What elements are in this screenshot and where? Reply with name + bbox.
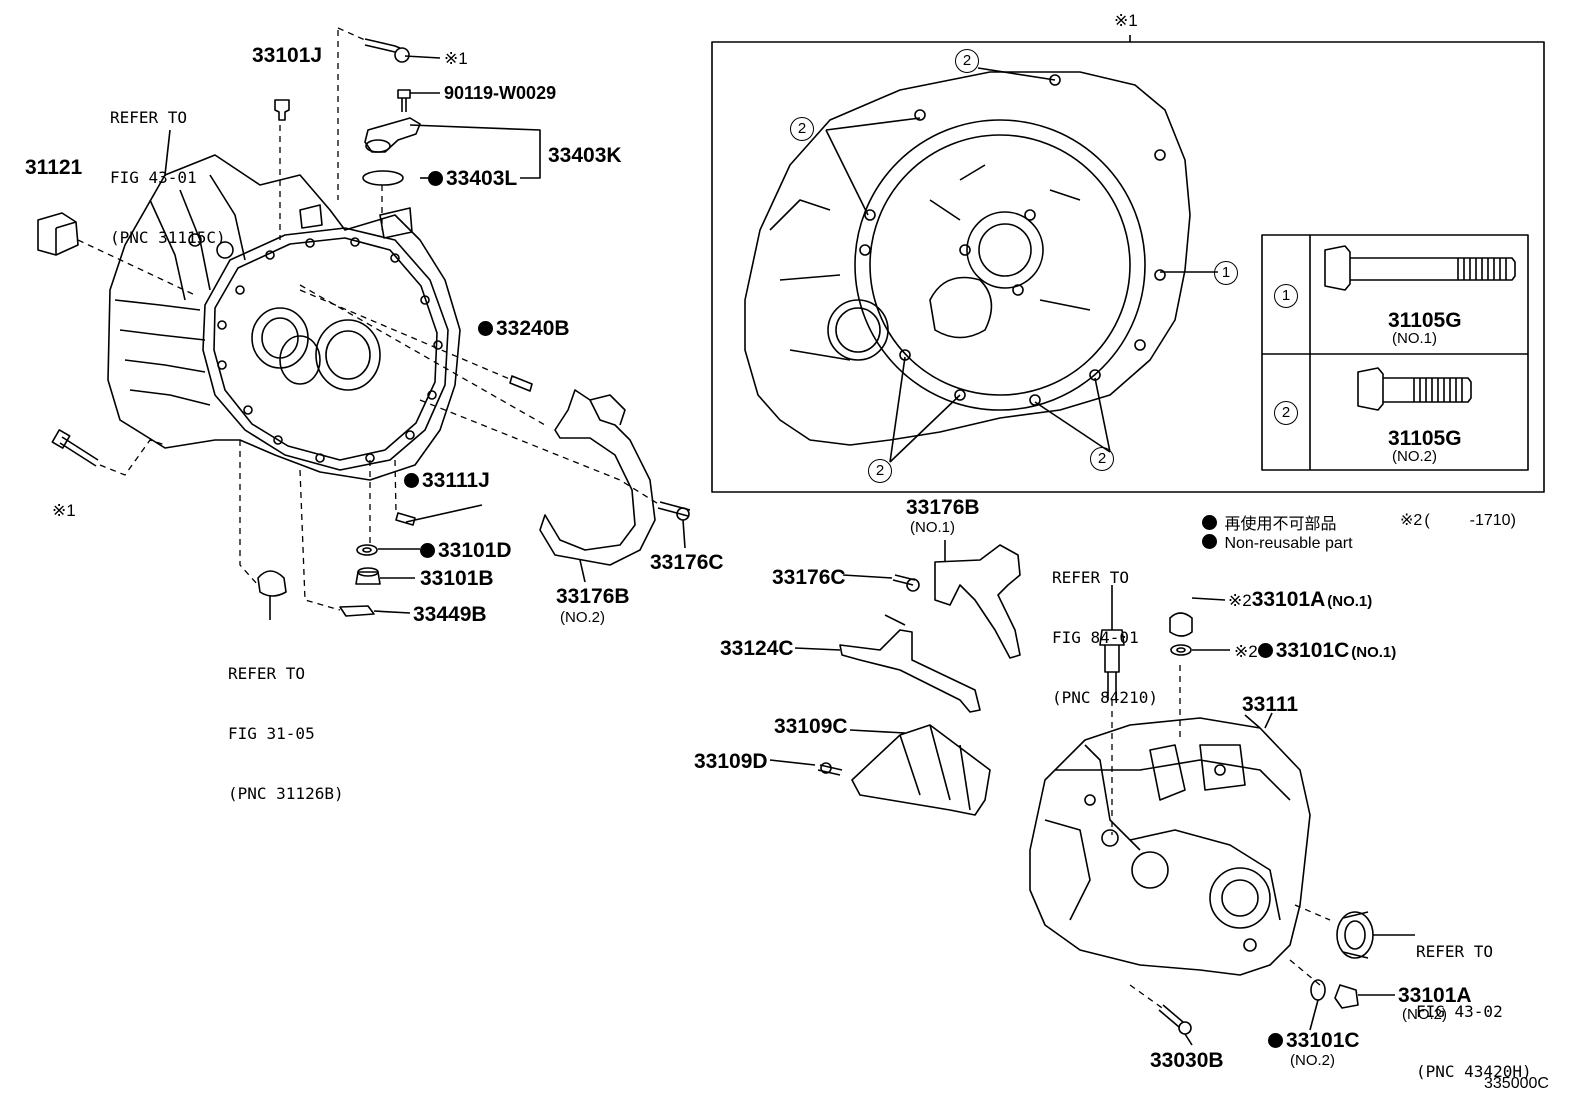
refer-line: (PNC 43420H) [1416,1062,1532,1081]
label-text: 33101A [1251,588,1326,611]
transaxle-case-drawing [1029,712,1311,976]
refer-block-fig84-01: REFER TO FIG 84-01 (PNC 84210) [1052,528,1158,728]
refer-line: FIG 43-02 [1416,1002,1503,1021]
refer-block-fig31-05: REFER TO FIG 31-05 (PNC 31126B) [228,624,344,824]
label-33101A-no2-variant: (NO.2) [1402,1006,1447,1023]
non-reusable-dot-icon [1257,643,1273,658]
legend-non-reusable-jp: 再使用不可部品 [1202,510,1336,534]
label-33101C-no2[interactable]: 33101C [1268,1030,1360,1051]
mark-note-1-top: ※1 [444,49,468,68]
cap-31121 [37,212,79,256]
non-reusable-dot-icon [478,321,493,336]
refer-line: FIG 84-01 [1052,628,1139,647]
label-text: 33111J [422,469,490,492]
label-33101J[interactable]: 33101J [252,44,323,67]
refer-line: (PNC 31115C) [110,228,226,247]
label-33030B[interactable]: 33030B [1150,1049,1224,1072]
legend-text: Non-reusable part [1224,535,1353,552]
bolt-table-variant-1: (NO.1) [1392,330,1437,347]
legend-range: -1710) [1469,512,1516,529]
transaxle-housing-drawing [107,154,461,481]
inset-callout-2-bottom-left: 2 [868,458,892,483]
label-31121[interactable]: 31121 [25,156,83,179]
refer-line: FIG 43-01 [110,168,197,187]
label-33111[interactable]: 33111 [1242,693,1299,716]
label-90119-w0029[interactable]: 90119-W0029 [444,83,557,103]
label-text: 33101D [438,539,512,562]
label-33101B[interactable]: 33101B [420,567,494,590]
bolt-table-part-2[interactable]: 31105G [1388,427,1462,450]
label-33176B-no1-variant: (NO.1) [910,519,955,536]
inset-callout-2-left: 2 [790,116,814,141]
circled-number: 2 [1090,447,1114,471]
refer-line: (PNC 84210) [1052,688,1158,707]
refer-line: (PNC 31126B) [228,784,344,803]
circled-number: 2 [868,459,892,483]
non-reusable-dot-icon [428,171,443,186]
label-variant: (NO.1) [1351,644,1397,661]
inset-mark-note-1: ※1 [1114,11,1138,30]
non-reusable-dot-icon [1202,515,1217,530]
label-33111J[interactable]: 33111J [404,470,490,491]
circled-number: 2 [955,49,979,73]
legend-non-reusable-en: Non-reusable part [1202,534,1353,553]
label-33109D[interactable]: 33109D [694,750,768,773]
inset-housing-drawing [744,67,1218,463]
figure-code: 335000C [1484,1075,1549,1092]
legend-paren: ( [1424,512,1430,529]
bolt-table-variant-2: (NO.2) [1392,448,1437,465]
refer-line: REFER TO [1416,942,1494,961]
label-variant: (NO.1) [1327,593,1373,610]
label-33240B[interactable]: 33240B [478,318,570,339]
label-33449B[interactable]: 33449B [413,603,487,626]
refer-line: FIG 31-05 [228,724,315,743]
label-text: 33101C [1286,1029,1360,1052]
refer-block-fig43-01: REFER TO FIG 43-01 (PNC 31115C) [110,68,226,268]
inset-callout-1-right: 1 [1214,260,1238,285]
label-33176B-no2[interactable]: 33176B [556,585,630,608]
label-33101D[interactable]: 33101D [420,540,512,561]
legend-note-2: ※2( -1710) [1400,510,1516,530]
bolt-table-key-1: 1 [1274,283,1298,308]
refer-line: REFER TO [228,664,306,683]
label-33101A-no1[interactable]: ※233101A(NO.1) [1228,589,1372,610]
bolt-table-part-1[interactable]: 31105G [1388,309,1462,332]
label-33176C-lower[interactable]: 33176C [772,566,846,589]
label-33176C-upper[interactable]: 33176C [650,551,724,574]
label-text: 33240B [496,317,570,340]
label-33101A-no2[interactable]: 33101A [1398,984,1472,1007]
circled-number: 1 [1214,261,1238,285]
label-33101C-no2-variant: (NO.2) [1290,1052,1335,1069]
circled-number: 2 [790,117,814,141]
label-text: 33101C [1275,639,1350,662]
non-reusable-dot-icon [1202,534,1217,549]
label-33109C[interactable]: 33109C [774,715,848,738]
refer-block-fig43-02: REFER TO FIG 43-02 (PNC 43420H) [1416,902,1532,1102]
mark-note-1-left: ※1 [52,501,76,520]
note-mark: ※2 [1228,591,1252,610]
inset-callout-2-top: 2 [955,48,979,73]
legend-text: 再使用不可部品 [1224,516,1337,533]
label-33176B-no2-variant: (NO.2) [560,609,605,626]
label-text: 33403L [446,167,518,190]
inset-callout-2-bottom-right: 2 [1090,446,1114,471]
legend-mark: ※2 [1400,512,1423,529]
refer-line: REFER TO [110,108,188,127]
circled-number: 1 [1274,284,1298,308]
non-reusable-dot-icon [1268,1033,1283,1048]
bolt-table-key-2: 2 [1274,400,1298,425]
label-33101C-no1[interactable]: ※2 33101C(NO.1) [1234,640,1396,661]
label-33403L[interactable]: 33403L [428,168,517,189]
non-reusable-dot-icon [420,543,435,558]
circled-number: 2 [1274,401,1298,425]
label-33124C[interactable]: 33124C [720,637,794,660]
refer-line: REFER TO [1052,568,1130,587]
note-mark: ※2 [1234,642,1258,661]
label-33176B-no1[interactable]: 33176B [906,496,980,519]
label-33403K[interactable]: 33403K [548,144,622,167]
non-reusable-dot-icon [404,473,419,488]
